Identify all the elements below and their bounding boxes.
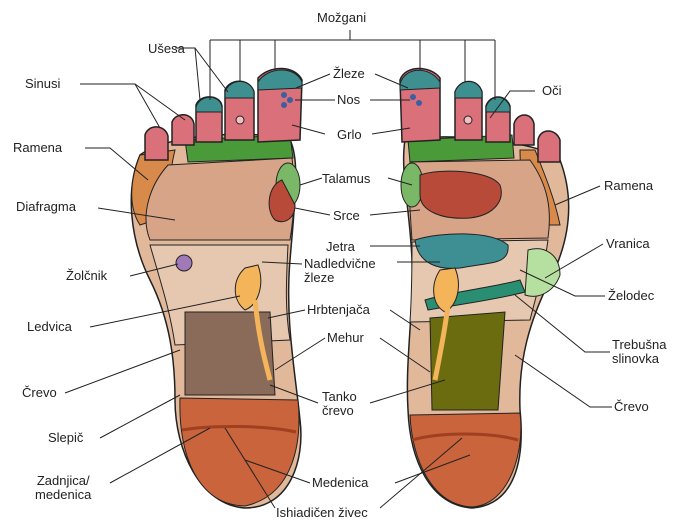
label-ledvica: Ledvica: [27, 320, 72, 334]
left-dot-3: [281, 102, 287, 108]
label-mozgani: Možgani: [317, 11, 366, 25]
label-nadledvicne-line1: Nadledvične: [304, 256, 376, 271]
label-ramena-right: Ramena: [604, 179, 653, 193]
left-ear-dot: [236, 116, 244, 124]
right-dot-2: [416, 100, 422, 106]
label-crevo-left: Črevo: [22, 386, 57, 400]
right-toe-5: [538, 131, 560, 162]
left-dot-1: [281, 92, 287, 98]
right-eye-dot: [464, 116, 472, 124]
right-toe-4: [514, 115, 534, 145]
label-mehur: Mehur: [327, 331, 364, 345]
label-trebusna-line1: Trebušna: [612, 337, 666, 352]
label-zolcnik: Žolčnik: [66, 269, 107, 283]
right-heart: [420, 171, 501, 218]
label-trebusna-line2: slinovka: [612, 351, 659, 366]
label-ramena-left: Ramena: [13, 141, 62, 155]
label-slepic: Slepič: [48, 431, 83, 445]
right-toe-2-tip: [455, 82, 482, 99]
left-toe-4: [172, 115, 194, 145]
left-dot-2: [287, 97, 293, 103]
left-toe-5: [145, 127, 168, 160]
label-hrbtenjaca: Hrbtenjača: [307, 303, 370, 317]
label-trebusna: Trebušna slinovka: [612, 338, 666, 366]
label-nos: Nos: [337, 93, 360, 107]
label-nadledvicne: Nadledvične žleze: [304, 257, 376, 285]
label-crevo-right: Črevo: [614, 400, 649, 414]
label-tanko: Tanko črevo: [322, 390, 357, 418]
label-grlo: Grlo: [337, 128, 362, 142]
label-medenica: Medenica: [312, 476, 368, 490]
label-zleze: Žleze: [333, 67, 365, 81]
left-foot: [131, 68, 302, 508]
left-gallbladder: [176, 255, 192, 271]
label-tanko-line1: Tanko: [322, 389, 357, 404]
label-usesa: Ušesa: [148, 42, 185, 56]
right-foot: [400, 68, 569, 508]
label-nadledvicne-line2: žleze: [304, 270, 334, 285]
label-srce: Srce: [333, 209, 360, 223]
label-ishiadicen: Ishiadičen živec: [276, 506, 368, 520]
label-sinusi: Sinusi: [25, 77, 60, 91]
label-zelodec: Želodec: [608, 289, 654, 303]
label-tanko-line2: črevo: [322, 403, 354, 418]
label-vranica: Vranica: [606, 237, 650, 251]
label-oci: Oči: [542, 84, 562, 98]
label-jetra: Jetra: [326, 240, 355, 254]
label-diafragma: Diafragma: [16, 200, 76, 214]
label-zadnjica-line2: medenica: [35, 487, 91, 502]
label-zadnjica-line1: Zadnjica/: [37, 473, 90, 488]
right-dot-1: [410, 94, 416, 100]
label-zadnjica: Zadnjica/ medenica: [35, 474, 91, 502]
label-talamus: Talamus: [322, 172, 370, 186]
